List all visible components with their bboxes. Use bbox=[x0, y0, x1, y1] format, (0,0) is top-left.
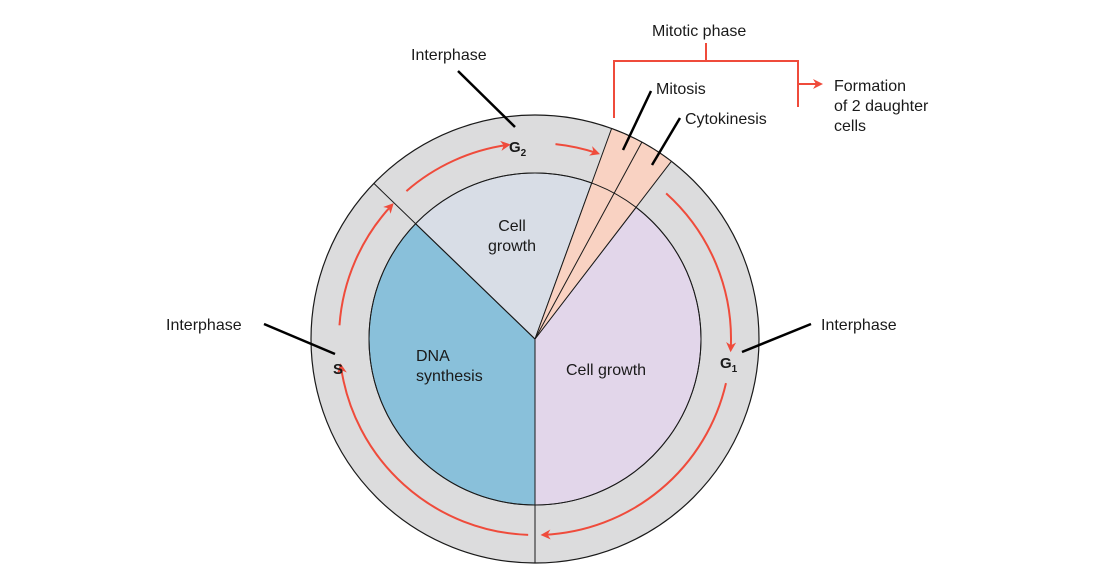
s-g2-divider bbox=[373, 183, 536, 340]
mitosis-label: Mitosis bbox=[656, 81, 706, 98]
inner-circle-outline bbox=[368, 172, 702, 506]
g2-phase-label: G2 bbox=[509, 139, 527, 159]
s-leader-line bbox=[263, 322, 336, 356]
s-phase-label: S bbox=[333, 361, 343, 378]
g1-interphase-label: Interphase bbox=[821, 317, 897, 334]
mitosis-cytokinesis-divider bbox=[534, 141, 643, 340]
g1-phase-label: G1 bbox=[720, 355, 738, 375]
g1-sector-text: Cell growth bbox=[566, 362, 646, 379]
mitosis-leader-line bbox=[621, 90, 653, 151]
cycle-arrow bbox=[336, 363, 529, 536]
g2-interphase-label: Interphase bbox=[411, 47, 487, 64]
cycle-arrow bbox=[405, 140, 511, 192]
cycle-arrow bbox=[555, 143, 601, 156]
cytokinesis-leader-line bbox=[650, 117, 682, 166]
cycle-arrow bbox=[665, 192, 737, 353]
mitotic-phase-label: Mitotic phase bbox=[652, 23, 746, 40]
cycle-arrow bbox=[540, 382, 727, 540]
cytokinesis-label: Cytokinesis bbox=[685, 111, 767, 128]
g1-leader-line bbox=[741, 322, 812, 354]
s-interphase-label: Interphase bbox=[166, 317, 242, 334]
mitotic-wedge bbox=[534, 127, 673, 340]
g2-leader-line bbox=[457, 70, 516, 128]
cycle-arrow bbox=[338, 203, 394, 326]
